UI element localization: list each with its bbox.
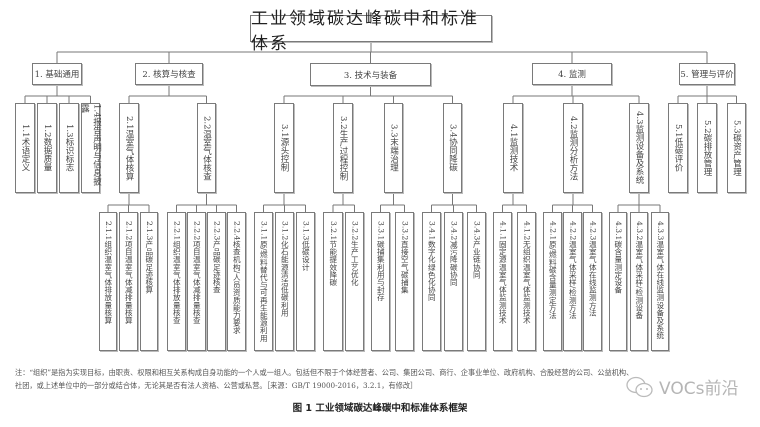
standard-box-3-4-1: 3.4.1数字化绿色化协同	[422, 212, 441, 351]
category-box-5: 5. 管理与评价	[679, 63, 735, 85]
standard-box-4-3-1: 4.3.1碳含量测定设备	[609, 212, 627, 351]
standard-box-2-1-2: 2.1.2项目温室气体减排量核算	[119, 212, 138, 351]
standard-box-2-2-3: 2.2.3产品碳足迹核查	[207, 212, 226, 351]
standard-box-3-4-2: 3.4.2减污降碳协同	[444, 212, 463, 351]
subcategory-box-2-1: 2.1温室气体核算	[119, 103, 139, 193]
standard-box-2-2-1: 2.2.1组织温室气体排放量核查	[167, 212, 186, 351]
standard-box-2-2-2: 2.2.2项目温室气体减排量核查	[187, 212, 206, 351]
standard-box-4-3-3: 4.3.3温室气体在线监测设备及系统	[651, 212, 669, 351]
note-line-1: 注：“组织”是指为实现目标，由职责、权限和相互关系构成自身功能的一个人或一组人。…	[15, 368, 634, 377]
standard-box-4-2-2: 4.2.2温室气体采样/检测方法	[563, 212, 582, 351]
subcategory-box-5-3: 5.3碳资产管理	[727, 103, 746, 193]
standard-box-3-4-3: 3.4.3产业链协同	[467, 212, 486, 351]
subcategory-box-3-1: 3.1源头控制	[274, 103, 294, 193]
figure-caption: 图 1 工业领域碳达峰碳中和标准体系框架	[292, 403, 468, 414]
subcategory-box-1-2: 1.2数据质量	[37, 103, 57, 193]
subcategory-box-1-1: 1.1术语定义	[15, 103, 35, 193]
subcategory-box-4-3: 4.3监测设备及系统	[629, 103, 649, 193]
wechat-icon	[626, 376, 653, 397]
subcategory-box-1-3: 1.3标识标志	[59, 103, 79, 193]
standard-box-3-1-2: 3.1.2化石能源清洁低碳利用	[275, 212, 294, 351]
standard-box-2-1-1: 2.1.1组织温室气体排放量核算	[99, 212, 117, 351]
standard-box-3-2-1: 3.2.1节能提效降碳	[323, 212, 343, 351]
note-line-2: 社团，或上述单位中的一部分或结合体，无论其是否有法人资格、公营或私营。［来源：G…	[15, 381, 418, 390]
subcategory-box-2-2: 2.2温室气体核查	[197, 103, 216, 193]
standard-box-3-1-3: 3.1.3低碳设计	[296, 212, 315, 351]
subcategory-box-3-3: 3.3末端治理	[384, 103, 403, 193]
standard-box-3-2-2: 3.2.2生产工艺优化	[345, 212, 364, 351]
standard-box-4-1-2: 4.1.2无组织温室气体监测技术	[517, 212, 536, 351]
category-box-2: 2. 核算与核查	[135, 63, 203, 85]
category-box-3: 3. 技术与装备	[310, 63, 431, 86]
standard-box-2-1-3: 2.1.3产品碳足迹核算	[140, 212, 158, 351]
standard-box-4-1-1: 4.1.1固定源温室气体监测技术	[493, 212, 512, 351]
diagram-title: 工业领域碳达峰碳中和标准体系	[250, 9, 492, 54]
subcategory-box-5-1: 5.1低碳评价	[668, 103, 688, 193]
subcategory-box-5-2: 5.2碳排放管理	[697, 103, 717, 193]
subcategory-box-3-4: 3.4协同降碳	[443, 103, 462, 193]
watermark-text: VOCs前沿	[659, 379, 739, 399]
standard-box-3-3-2: 3.3.2直接空气碳捕集	[395, 212, 414, 351]
subcategory-box-4-2: 4.2监测分析方法	[563, 103, 583, 193]
category-box-1: 1. 基础通用	[32, 63, 82, 85]
standard-box-3-3-1: 3.3.1碳捕集利用与封存	[371, 212, 390, 351]
subcategory-box-4-1: 4.1监测技术	[503, 103, 523, 193]
standard-box-4-2-3: 4.2.3温室气体在线监测方法	[583, 212, 602, 351]
category-box-4: 4. 监测	[532, 63, 612, 85]
subcategory-box-1-4: 1.4报告声明与信息披露	[80, 103, 102, 193]
watermark: VOCs前沿	[625, 374, 738, 399]
standard-box-4-2-1: 4.2.1原/燃料碳含量测定方法	[543, 212, 562, 351]
standard-box-4-3-2: 4.3.2温室气体采样/检测设备	[630, 212, 648, 351]
standard-box-3-1-1: 3.1.1原/燃料替代与可再生能源利用	[254, 212, 273, 351]
subcategory-box-3-2: 3.2生产过程控制	[333, 103, 353, 193]
standard-box-2-2-4: 2.2.4核查机构/人员资质能力要求	[227, 212, 246, 351]
